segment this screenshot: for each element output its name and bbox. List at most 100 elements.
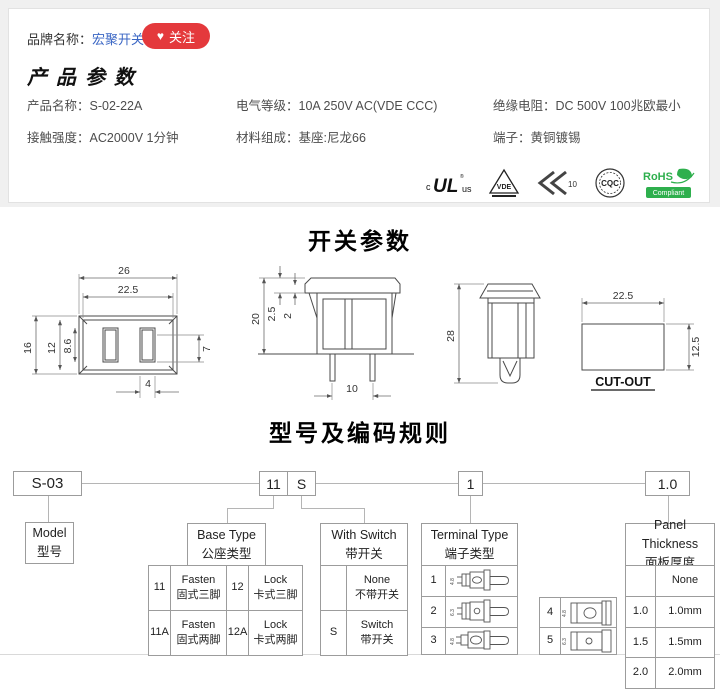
table-cell: 5 [540, 628, 561, 654]
kc-icon: 10 [537, 170, 577, 196]
svg-text:2.5: 2.5 [266, 307, 278, 322]
svg-text:CQC: CQC [601, 179, 619, 188]
cqc-icon: CQC [595, 168, 625, 198]
table-cell: 12A [227, 611, 249, 655]
follow-button-label: 关注 [169, 29, 196, 45]
param-electrical-rating: 电气等级：10A 250V AC(VDE CCC) [236, 99, 438, 113]
table-cell: 6.3 [561, 628, 616, 654]
table-cell: 4.8 [561, 598, 616, 628]
connector-line [668, 496, 669, 523]
table-cell: 2.0 [626, 658, 656, 688]
brand-link[interactable]: 宏聚开关 [92, 32, 145, 47]
table-cell: None [656, 566, 714, 597]
brand-label: 品牌名称： [27, 32, 93, 47]
svg-text:16: 16 [22, 342, 34, 354]
connector-line [301, 508, 365, 509]
svg-text:CUT-OUT: CUT-OUT [595, 375, 651, 389]
svg-text:28: 28 [445, 330, 457, 342]
cutout-drawing: 22.5 12.5 CUT-OUT [581, 290, 702, 391]
group-base-type: Base Type 公座类型 [187, 523, 266, 566]
panel-thickness-table: None 1.0 1.0mm 1.5 1.5mm 2.0 2.0mm [625, 565, 715, 689]
svg-text:10: 10 [346, 383, 358, 395]
table-cell: 1 [422, 566, 446, 597]
svg-text:8.6: 8.6 [62, 339, 74, 354]
connector-line [364, 508, 365, 523]
group-with-switch: With Switch 带开关 [320, 523, 408, 566]
param-terminal: 端子：黄铜镀锡 [493, 131, 581, 145]
connector-line [273, 496, 274, 508]
svg-text:6.3: 6.3 [562, 638, 568, 645]
table-cell: 1.5 [626, 628, 656, 658]
svg-text:12: 12 [46, 342, 58, 354]
svg-text:4.8: 4.8 [562, 609, 568, 616]
side-view-drawing: 28 [445, 283, 541, 384]
connector-line [470, 496, 471, 523]
table-cell: 4.8 [446, 566, 517, 597]
svg-text:®: ® [460, 173, 464, 180]
terminal-4-drawing: 4.8 [562, 600, 611, 625]
svg-text:10: 10 [568, 180, 577, 189]
connector-line [47, 483, 669, 484]
svg-text:22.5: 22.5 [613, 290, 634, 302]
product-params-card: 品牌名称：宏聚开关 ♥ 关注 产品参数 产品名称：S-02-22A 电气等级：1… [8, 8, 710, 203]
switch-params-title: 开关参数 [308, 228, 412, 254]
svg-text:6.3: 6.3 [450, 609, 456, 616]
group-terminal-type: Terminal Type 端子类型 [421, 523, 518, 566]
code-box-terminal: 1 [458, 471, 483, 496]
svg-text:Compliant: Compliant [653, 190, 685, 197]
code-box-base-switch: 11 S [259, 471, 316, 496]
group-panel-thickness: Panel Thickness 面板厚度 [625, 518, 715, 570]
param-contact-strength: 接触强度：AC2000V 1分钟 [27, 131, 179, 145]
params-section-title: 产品参数 [27, 65, 143, 89]
svg-text:20: 20 [250, 313, 262, 325]
follow-button[interactable]: ♥ 关注 [142, 23, 210, 49]
table-cell: 1.0mm [656, 597, 714, 628]
terminal-1-drawing: 4.8 [450, 569, 509, 591]
terminal-5-drawing: 6.3 [562, 629, 611, 653]
group-model: Model 型号 [25, 522, 74, 564]
coding-rules-title: 型号及编码规则 [269, 420, 451, 446]
connector-line [48, 496, 49, 522]
ul-icon: c UL ® us [426, 173, 472, 197]
table-cell: 2 [422, 597, 446, 628]
terminal-2-drawing: 6.3 [450, 599, 509, 623]
table-cell: 4 [540, 598, 561, 628]
svg-text:UL: UL [433, 176, 458, 197]
heart-icon: ♥ [156, 29, 165, 43]
certification-icons: c UL ® us VDE 10 CQC RoHS [425, 161, 695, 205]
connector-line [227, 508, 228, 523]
brand-bar: 品牌名称：宏聚开关 [27, 29, 144, 48]
table-cell: 4.8 [446, 628, 517, 654]
svg-text:c: c [426, 182, 431, 192]
param-insulation-resistance: 绝缘电阻：DC 500V 100兆欧最小 [493, 99, 681, 113]
svg-text:22.5: 22.5 [118, 284, 139, 296]
table-cell: S [321, 611, 347, 655]
table-cell [626, 566, 656, 597]
table-cell: 1.0 [626, 597, 656, 628]
table-cell: 1.5mm [656, 628, 714, 658]
terminal-3-drawing: 4.8 [450, 630, 509, 650]
rohs-icon: RoHS Compliant [643, 168, 695, 198]
connector-line [227, 508, 274, 509]
param-material: 材料组成：基座:尼龙66 [236, 131, 366, 145]
svg-text:4: 4 [145, 378, 151, 390]
svg-text:2: 2 [282, 313, 294, 319]
table-cell: 2.0mm [668, 666, 702, 679]
front-view-drawing: 20 2.5 2 10 [250, 266, 414, 400]
param-product-name: 产品名称：S-02-22A [27, 99, 143, 113]
code-box-panel: 1.0 [645, 471, 690, 496]
connector-line [301, 496, 302, 508]
svg-text:4.8: 4.8 [450, 578, 456, 585]
svg-text:us: us [462, 184, 472, 194]
svg-text:4.8: 4.8 [450, 638, 456, 645]
code-base: 11 [260, 472, 288, 495]
top-view-drawing: 26 22.5 16 12 8.6 7 4 [22, 265, 213, 398]
